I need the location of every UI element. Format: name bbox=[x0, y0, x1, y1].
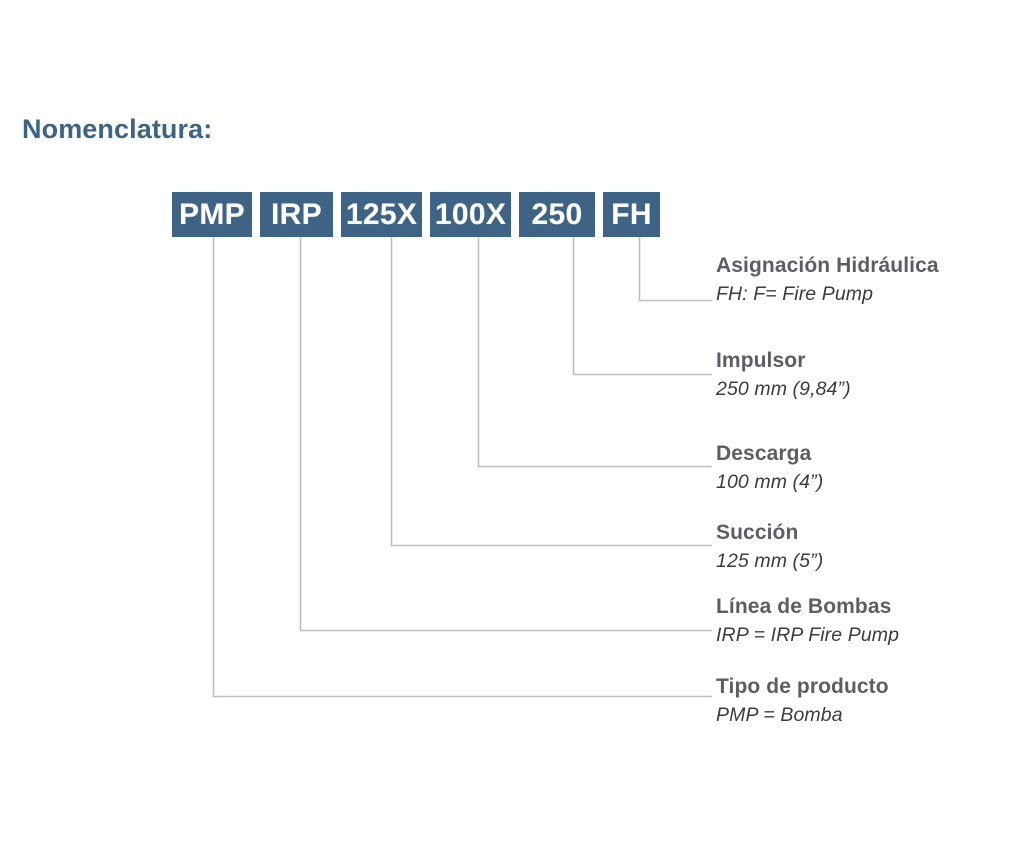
legend-item-asignacion-hidraulica: Asignación Hidráulica FH: F= Fire Pump bbox=[716, 254, 939, 306]
code-box-irp[interactable]: IRP bbox=[260, 192, 333, 237]
legend-item-tipo-de-producto: Tipo de producto PMP = Bomba bbox=[716, 675, 889, 727]
legend-item-succion: Succión 125 mm (5”) bbox=[716, 521, 824, 573]
page-title: Nomenclatura: bbox=[22, 114, 213, 144]
code-box-250[interactable]: 250 bbox=[519, 192, 595, 237]
connector-line-250 bbox=[572, 236, 712, 376]
code-box-row: PMP IRP 125X 100X 250 FH bbox=[172, 192, 660, 237]
legend-subtitle-linea-de-bombas: IRP = IRP Fire Pump bbox=[716, 624, 900, 647]
code-box-fh[interactable]: FH bbox=[603, 192, 660, 237]
legend-subtitle-succion: 125 mm (5”) bbox=[716, 550, 824, 573]
legend-title-linea-de-bombas: Línea de Bombas bbox=[716, 595, 892, 618]
legend-subtitle-impulsor: 250 mm (9,84”) bbox=[716, 378, 851, 401]
legend-subtitle-tipo-de-producto: PMP = Bomba bbox=[716, 704, 843, 727]
legend-subtitle-descarga: 100 mm (4”) bbox=[716, 471, 824, 494]
connector-line-fh bbox=[638, 236, 712, 302]
code-box-pmp[interactable]: PMP bbox=[172, 192, 252, 237]
legend-title-tipo-de-producto: Tipo de producto bbox=[716, 675, 889, 698]
legend-item-linea-de-bombas: Línea de Bombas IRP = IRP Fire Pump bbox=[716, 595, 900, 647]
legend-title-succion: Succión bbox=[716, 521, 799, 544]
code-box-125x[interactable]: 125X bbox=[341, 192, 422, 237]
legend-item-descarga: Descarga 100 mm (4”) bbox=[716, 442, 824, 494]
legend-title-descarga: Descarga bbox=[716, 442, 812, 465]
legend-subtitle-asignacion-hidraulica: FH: F= Fire Pump bbox=[716, 283, 874, 306]
connector-line-100x bbox=[477, 236, 712, 468]
legend-title-impulsor: Impulsor bbox=[716, 349, 806, 372]
code-box-100x[interactable]: 100X bbox=[430, 192, 511, 237]
legend-title-asignacion-hidraulica: Asignación Hidráulica bbox=[716, 254, 939, 277]
legend-item-impulsor: Impulsor 250 mm (9,84”) bbox=[716, 349, 851, 401]
connector-line-irp bbox=[299, 236, 712, 632]
connector-line-125x bbox=[390, 236, 712, 547]
connector-line-pmp bbox=[212, 236, 712, 698]
